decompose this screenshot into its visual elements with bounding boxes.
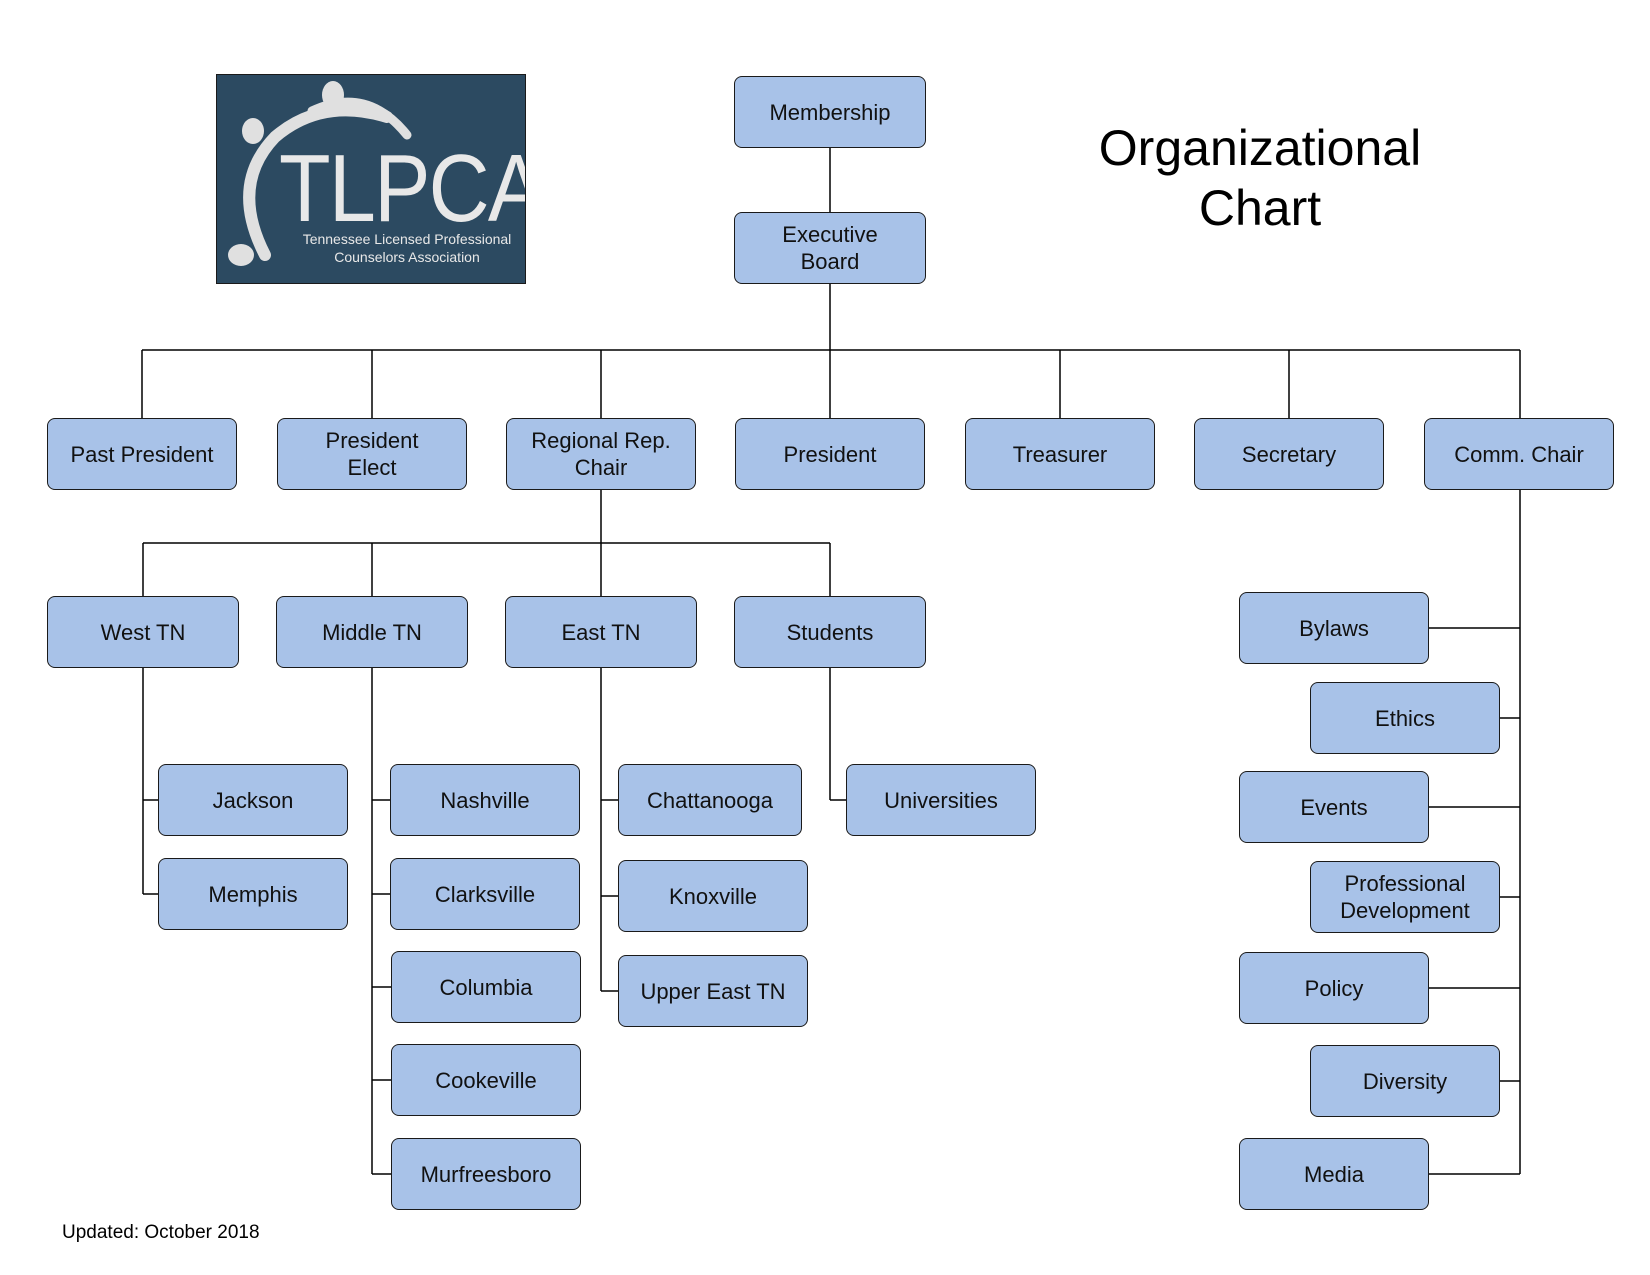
west-tn-box[interactable]: West TN [47, 596, 239, 668]
regional-rep-chair-box[interactable]: Regional Rep. Chair [506, 418, 696, 490]
past-president-box[interactable]: Past President [47, 418, 237, 490]
memphis-label: Memphis [208, 881, 298, 907]
upper-east-tn-box[interactable]: Upper East TN [618, 955, 808, 1027]
west-tn-label: West TN [100, 619, 186, 645]
east-tn-label: East TN [561, 619, 641, 645]
nashville-label: Nashville [440, 787, 530, 813]
knoxville-box[interactable]: Knoxville [618, 860, 808, 932]
president-label: President [783, 441, 877, 467]
comm-chair-box[interactable]: Comm. Chair [1424, 418, 1614, 490]
clarksville-label: Clarksville [434, 881, 536, 907]
columbia-label: Columbia [439, 974, 533, 1000]
past-president-label: Past President [70, 441, 214, 467]
middle-tn-label: Middle TN [322, 619, 422, 645]
middle-tn-box[interactable]: Middle TN [276, 596, 468, 668]
secretary-label: Secretary [1241, 441, 1337, 467]
diversity-box[interactable]: Diversity [1310, 1045, 1500, 1117]
professional-development-box[interactable]: Professional Development [1310, 861, 1500, 933]
people-arc-icon [228, 81, 412, 266]
secretary-box[interactable]: Secretary [1194, 418, 1384, 490]
policy-box[interactable]: Policy [1239, 952, 1429, 1024]
treasurer-box[interactable]: Treasurer [965, 418, 1155, 490]
chattanooga-box[interactable]: Chattanooga [618, 764, 802, 836]
chattanooga-label: Chattanooga [647, 787, 773, 813]
tlpca-logo: TLPCA Tennessee Licensed Professional Co… [216, 74, 526, 284]
professional-development-label: Professional Development [1340, 871, 1470, 923]
cookeville-box[interactable]: Cookeville [391, 1044, 581, 1116]
events-label: Events [1300, 794, 1368, 820]
membership-box[interactable]: Membership [734, 76, 926, 148]
logo-wordmark: TLPCA [279, 135, 526, 242]
membership-label: Membership [769, 99, 891, 125]
executive-board-label: Executive Board [782, 222, 878, 274]
logo-subtitle: Tennessee Licensed Professional Counselo… [302, 231, 512, 265]
ethics-label: Ethics [1375, 705, 1435, 731]
columbia-box[interactable]: Columbia [391, 951, 581, 1023]
ethics-box[interactable]: Ethics [1310, 682, 1500, 754]
events-box[interactable]: Events [1239, 771, 1429, 843]
memphis-box[interactable]: Memphis [158, 858, 348, 930]
media-box[interactable]: Media [1239, 1138, 1429, 1210]
nashville-box[interactable]: Nashville [390, 764, 580, 836]
policy-label: Policy [1304, 975, 1364, 1001]
president-elect-box[interactable]: President Elect [277, 418, 467, 490]
clarksville-box[interactable]: Clarksville [390, 858, 580, 930]
regional-rep-chair-label: Regional Rep. Chair [531, 428, 671, 480]
cookeville-label: Cookeville [435, 1067, 537, 1093]
universities-label: Universities [884, 787, 998, 813]
updated-note: Updated: October 2018 [62, 1222, 260, 1243]
president-elect-label: President Elect [325, 428, 419, 480]
students-label: Students [786, 619, 874, 645]
universities-box[interactable]: Universities [846, 764, 1036, 836]
executive-board-box[interactable]: Executive Board [734, 212, 926, 284]
murfreesboro-label: Murfreesboro [420, 1161, 552, 1187]
jackson-label: Jackson [212, 787, 294, 813]
knoxville-label: Knoxville [668, 883, 758, 909]
bylaws-box[interactable]: Bylaws [1239, 592, 1429, 664]
east-tn-box[interactable]: East TN [505, 596, 697, 668]
media-label: Media [1304, 1161, 1364, 1187]
treasurer-label: Treasurer [1012, 441, 1108, 467]
comm-chair-label: Comm. Chair [1454, 441, 1584, 467]
diversity-label: Diversity [1362, 1068, 1448, 1094]
jackson-box[interactable]: Jackson [158, 764, 348, 836]
students-box[interactable]: Students [734, 596, 926, 668]
upper-east-tn-label: Upper East TN [640, 978, 786, 1004]
murfreesboro-box[interactable]: Murfreesboro [391, 1138, 581, 1210]
bylaws-label: Bylaws [1299, 615, 1369, 641]
president-box[interactable]: President [735, 418, 925, 490]
page-title: Organizational Chart [1098, 120, 1422, 236]
